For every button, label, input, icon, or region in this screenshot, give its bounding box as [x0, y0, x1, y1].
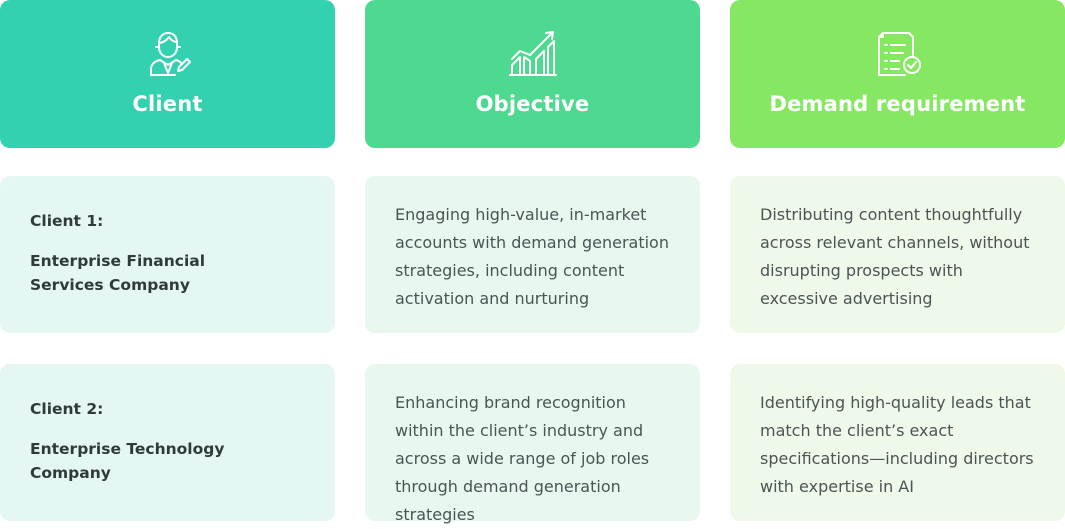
requirement-text: Distributing content thoughtfully across… — [760, 205, 1030, 308]
objective-text: Engaging high-value, in-market accounts … — [395, 205, 669, 308]
growth-chart-icon — [505, 26, 561, 82]
client-1-card: Client 1: Enterprise Financial Services … — [0, 176, 335, 333]
client-label: Client 2: — [30, 400, 104, 418]
client-name: Enterprise Financial Services Company — [30, 252, 206, 294]
client-2-objective-card: Enhancing brand recognition within the c… — [365, 364, 700, 524]
requirement-text: Identifying high-quality leads that matc… — [760, 393, 1034, 496]
client-1-objective-card: Engaging high-value, in-market accounts … — [365, 176, 700, 333]
header-title-objective: Objective — [475, 92, 590, 116]
client-1-requirement-card: Distributing content thoughtfully across… — [730, 176, 1065, 333]
client-name: Enterprise Technology Company — [30, 440, 225, 482]
objective-text: Enhancing brand recognition within the c… — [395, 393, 650, 524]
client-2-requirement-card: Identifying high-quality leads that matc… — [730, 364, 1065, 521]
header-title-demand-requirement: Demand requirement — [769, 92, 1026, 116]
header-client: Client — [0, 0, 335, 148]
header-demand-requirement: Demand requirement — [730, 0, 1065, 148]
checklist-document-icon — [870, 26, 926, 82]
client-person-icon — [140, 26, 196, 82]
client-label: Client 1: — [30, 212, 104, 230]
header-title-client: Client — [132, 92, 203, 116]
header-objective: Objective — [365, 0, 700, 148]
client-2-card: Client 2: Enterprise Technology Company — [0, 364, 335, 521]
